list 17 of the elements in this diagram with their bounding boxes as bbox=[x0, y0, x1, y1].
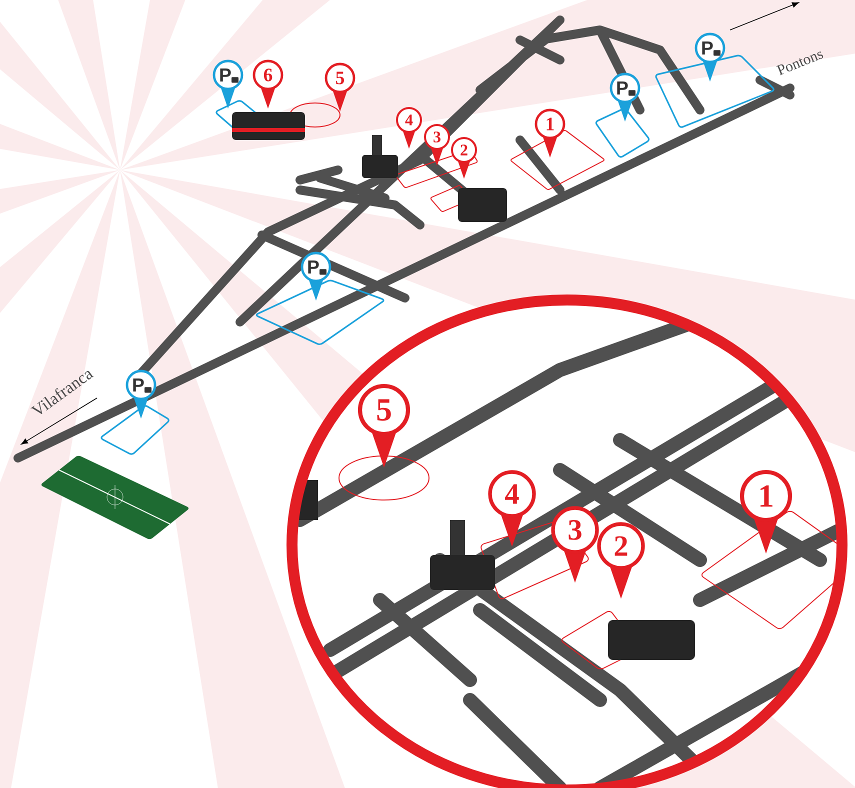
map-pin: P bbox=[212, 60, 244, 109]
map-pin: 1 bbox=[740, 470, 792, 554]
map-pin: P bbox=[126, 370, 156, 419]
map-pin: P bbox=[694, 32, 726, 82]
map-pin: 3 bbox=[424, 124, 450, 166]
map-pin: 4 bbox=[488, 470, 536, 547]
map-pin: P bbox=[610, 72, 640, 122]
map-pin: P bbox=[300, 252, 332, 301]
map-pin: 6 bbox=[252, 60, 284, 109]
map-pin: 2 bbox=[451, 137, 477, 179]
map-pin: 5 bbox=[324, 62, 356, 112]
map-pin: 4 bbox=[396, 107, 422, 149]
map-pin: 2 bbox=[597, 522, 645, 599]
map-pin: 5 bbox=[358, 384, 410, 468]
map-pin: 3 bbox=[551, 506, 599, 583]
map-pin: 1 bbox=[534, 108, 566, 158]
place-name: Pontons bbox=[776, 52, 824, 76]
